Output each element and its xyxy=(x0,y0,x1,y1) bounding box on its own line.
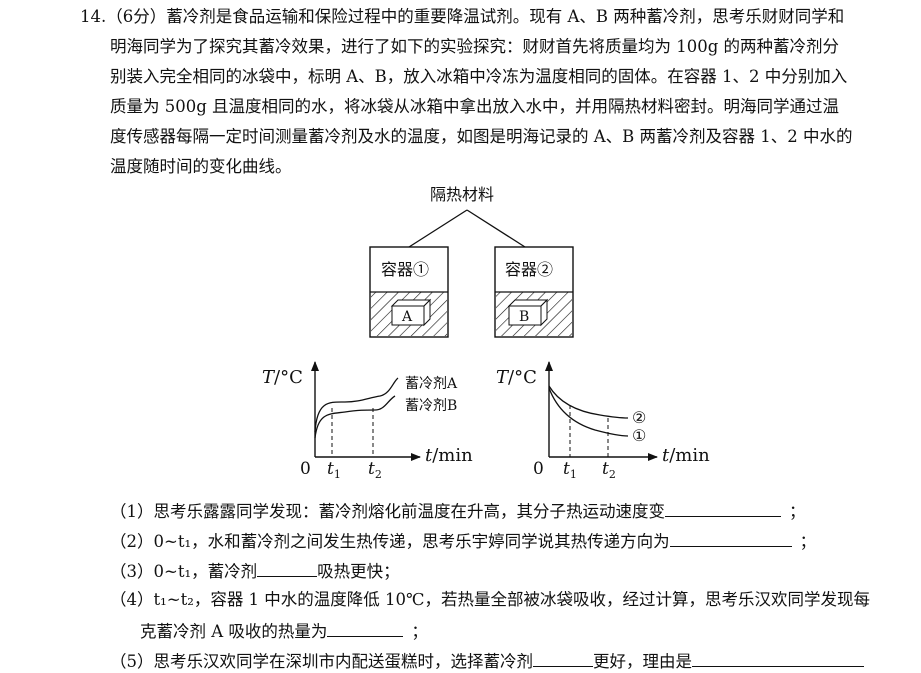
container-2: 容器② B xyxy=(494,246,574,338)
subquestion-text: （2）0~t₁，水和蓄冷剂之间发生热传递，思考乐宇婷同学说其热传递方向为 xyxy=(110,532,670,551)
bag-a-label: A xyxy=(401,309,413,325)
subquestion-text: （1）思考乐露露同学发现：蓄冷剂熔化前温度在升高，其分子热运动速度变 xyxy=(110,502,665,521)
t1-label: t1 xyxy=(327,459,341,481)
subquestion-text: （3）0~t₁，蓄冷剂 xyxy=(110,562,258,581)
container-2-label: 容器② xyxy=(505,260,553,279)
question-first-line: 14.（6分）蓄冷剂是食品运输和保险过程中的重要降温试剂。现有 A、B 两种蓄冷… xyxy=(80,6,844,28)
origin-label: 0 xyxy=(300,459,311,479)
container-1-label: 容器① xyxy=(381,260,429,279)
x-axis-label: t/min xyxy=(662,445,710,466)
ice-bag-b: B xyxy=(507,298,549,327)
t2-label: t2 xyxy=(368,459,382,481)
ice-bag-a: A xyxy=(390,298,432,327)
answer-blank[interactable] xyxy=(692,649,864,667)
subquestion-4: （4）t₁~t₂，容器 1 中水的温度降低 10℃，若热量全部被冰袋吸收，经过计… xyxy=(110,589,870,611)
stem-line: 明海同学为了探究其蓄冷效果，进行了如下的实验探究：财财首先将质量均为 100g … xyxy=(110,37,840,56)
subquestion-suffix: ； xyxy=(799,532,817,551)
subquestion-1: （1）思考乐露露同学发现：蓄冷剂熔化前温度在升高，其分子热运动速度变 ； xyxy=(110,499,806,523)
curve-label-2: ② xyxy=(632,408,646,427)
answer-blank[interactable] xyxy=(327,619,404,637)
subquestion-text: （5）思考乐汉欢同学在深圳市内配送蛋糕时，选择蓄冷剂 xyxy=(110,652,533,671)
insulation-label: 隔热材料 xyxy=(430,185,494,204)
stem-line: 蓄冷剂是食品运输和保险过程中的重要降温试剂。现有 A、B 两种蓄冷剂，思考乐财财… xyxy=(166,7,845,26)
question-number: 14. xyxy=(80,7,107,26)
subquestion-text: 克蓄冷剂 A 吸收的热量为 xyxy=(140,622,328,641)
graph-right: T/°C t/min 0 t1 t2 ② ① xyxy=(496,361,710,481)
curve-a xyxy=(314,377,399,433)
curve-b xyxy=(314,395,396,439)
answer-blank[interactable] xyxy=(669,529,792,547)
answer-blank[interactable] xyxy=(533,649,593,667)
insulation-line-left xyxy=(408,209,468,248)
curve-label-1: ① xyxy=(632,426,646,445)
subquestion-3: （3）0~t₁，蓄冷剂 吸热更快； xyxy=(110,559,400,583)
subquestion-4-continued: 克蓄冷剂 A 吸收的热量为 ； xyxy=(140,619,428,643)
curve-1 xyxy=(548,387,629,437)
answer-blank[interactable] xyxy=(665,499,781,517)
subquestion-suffix: 吸热更快； xyxy=(317,562,400,581)
t1-label: t1 xyxy=(563,459,577,481)
bag-b-label: B xyxy=(519,309,529,325)
graph-left: T/°C t/min 0 t1 t2 蓄冷剂A 蓄冷剂B xyxy=(262,361,473,481)
y-axis-label: T/°C xyxy=(496,367,537,388)
subquestion-2: （2）0~t₁，水和蓄冷剂之间发生热传递，思考乐宇婷同学说其热传递方向为 ； xyxy=(110,529,816,553)
stem-line: 度传感器每隔一定时间测量蓄冷剂及水的温度，如图是明海记录的 A、B 两蓄冷剂及容… xyxy=(110,127,853,146)
stem-line: 温度随时间的变化曲线。 xyxy=(110,157,292,176)
subquestion-text: 更好，理由是 xyxy=(593,652,692,671)
t2-label: t2 xyxy=(602,459,616,481)
curve-label-b: 蓄冷剂B xyxy=(405,398,457,414)
stem-line: 质量为 500g 且温度相同的水，将冰袋从冰箱中拿出放入水中，并用隔热材料密封。… xyxy=(110,97,840,116)
subquestion-5: （5）思考乐汉欢同学在深圳市内配送蛋糕时，选择蓄冷剂 更好，理由是 xyxy=(110,649,864,673)
stem-line: 别装入完全相同的冰袋中，标明 A、B，放入冰箱中冷冻为温度相同的固体。在容器 1… xyxy=(110,67,848,86)
subquestion-text: （4）t₁~t₂，容器 1 中水的温度降低 10℃，若热量全部被冰袋吸收，经过计… xyxy=(110,590,870,609)
answer-blank[interactable] xyxy=(257,559,318,577)
container-1: 容器① A xyxy=(369,246,449,338)
curve-label-a: 蓄冷剂A xyxy=(405,376,458,392)
question-score: （6分） xyxy=(106,7,167,26)
insulation-line-right xyxy=(466,209,526,248)
curve-2 xyxy=(548,385,629,419)
subquestion-suffix: ； xyxy=(789,502,806,521)
x-axis-label: t/min xyxy=(425,445,473,466)
origin-label: 0 xyxy=(533,459,544,479)
y-axis-label: T/°C xyxy=(262,367,303,388)
subquestion-suffix: ； xyxy=(411,622,428,641)
